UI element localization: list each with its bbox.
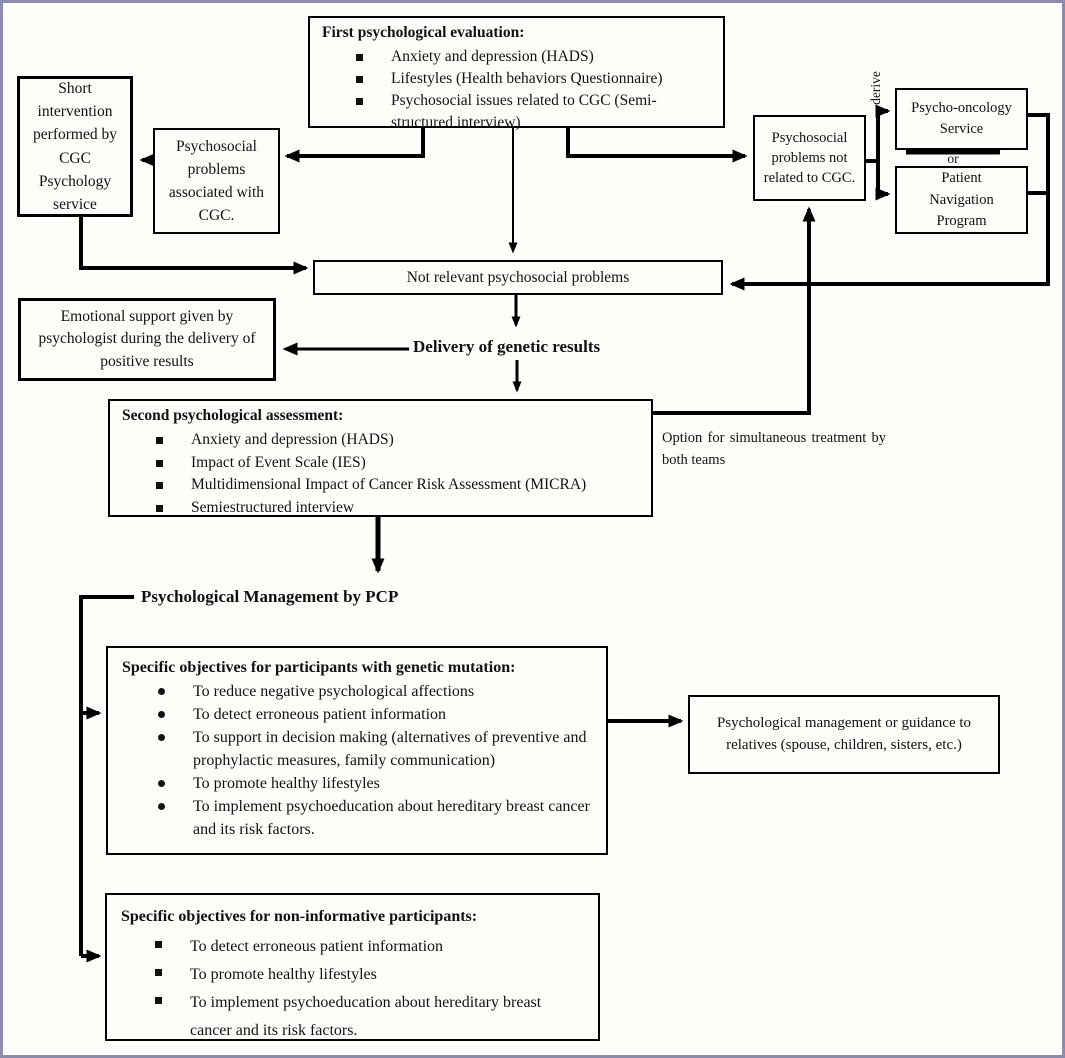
list-item-text: Lifestyles (Health behaviors Questionnai… bbox=[391, 70, 663, 87]
bullet-icon bbox=[156, 437, 163, 445]
box-mutation-objectives: Specific objectives for participants wit… bbox=[106, 646, 608, 855]
label-derive: derive bbox=[868, 71, 883, 105]
list-item-text: To support in decision making (alternati… bbox=[193, 729, 587, 770]
list-item-text: To detect erroneous patient information bbox=[193, 706, 447, 724]
box-emotional-support: Emotional support given by psychologist … bbox=[18, 298, 276, 381]
label-psychological-management-pcp: Psychological Management by PCP bbox=[141, 587, 399, 606]
bullet-icon bbox=[356, 98, 363, 105]
box-text: Not relevant psychosocial problems bbox=[406, 268, 630, 286]
list-item-text: To reduce negative psychological affecti… bbox=[193, 683, 475, 701]
bullet-list: To reduce negative psychological affecti… bbox=[122, 680, 592, 841]
box-text: Emotional support given by psychologist … bbox=[38, 307, 256, 370]
box-title: Specific objectives for non-informative … bbox=[121, 908, 478, 925]
box-first-psychological-evaluation: First psychological evaluation: Anxiety … bbox=[308, 16, 725, 131]
list-item-text: To detect erroneous patient information bbox=[190, 938, 444, 955]
box-short-intervention: Short intervention performed by CGC Psyc… bbox=[17, 76, 133, 217]
list-item: Lifestyles (Health behaviors Questionnai… bbox=[322, 68, 711, 90]
list-item-text: Anxiety and depression (HADS) bbox=[191, 431, 394, 449]
box-problems-associated-cgc: Psychosocial problems associated with CG… bbox=[153, 128, 280, 234]
list-item-text: To promote healthy lifestyles bbox=[193, 775, 380, 793]
box-text: Psychological management or guidance to … bbox=[716, 714, 972, 753]
box-psycho-oncology-service: Psycho-oncology Service bbox=[895, 88, 1028, 150]
list-item: To detect erroneous patient information bbox=[121, 933, 584, 961]
bullet-icon bbox=[155, 969, 162, 976]
box-non-informative-objectives: Specific objectives for non-informative … bbox=[105, 893, 600, 1041]
box-second-psychological-assessment: Second psychological assessment: Anxiety… bbox=[108, 399, 653, 517]
box-relatives-management: Psychological management or guidance to … bbox=[688, 695, 1000, 774]
list-item: Psychosocial issues related to CGC (Semi… bbox=[322, 90, 711, 134]
bullet-icon bbox=[155, 997, 162, 1004]
list-item: Impact of Event Scale (IES) bbox=[122, 452, 639, 474]
line-notrelated-derive-branch bbox=[866, 111, 880, 194]
list-item: Anxiety and depression (HADS) bbox=[122, 429, 639, 451]
box-text: Short intervention performed by CGC Psyc… bbox=[33, 79, 117, 213]
list-item: To implement psychoeducation about hered… bbox=[121, 989, 584, 1045]
box-text: Psychosocial problems not related to CGC… bbox=[763, 129, 856, 187]
list-item: To implement psychoeducation about hered… bbox=[122, 795, 592, 841]
label-simultaneous-option: Option for simultaneous treatment by bot… bbox=[662, 430, 886, 469]
list-item: To promote healthy lifestyles bbox=[121, 961, 584, 989]
bullet-icon bbox=[156, 482, 163, 490]
list-item-text: Impact of Event Scale (IES) bbox=[191, 453, 366, 471]
list-item-text: To promote healthy lifestyles bbox=[190, 966, 377, 983]
label-delivery-of-genetic-results: Delivery of genetic results bbox=[413, 337, 601, 356]
box-title: Specific objectives for participants wit… bbox=[122, 659, 516, 676]
box-patient-navigation-program: Patient Navigation Program bbox=[895, 166, 1028, 234]
arrow-secondassessment-to-notrelated bbox=[653, 206, 816, 415]
bullet-icon bbox=[158, 803, 165, 811]
bullet-icon bbox=[158, 711, 165, 719]
bullet-icon bbox=[156, 504, 163, 512]
bullet-icon bbox=[158, 688, 165, 696]
box-problems-not-related-cgc: Psychosocial problems not related to CGC… bbox=[753, 115, 866, 201]
label-or: or bbox=[947, 151, 959, 166]
list-item: Multidimensional Impact of Cancer Risk A… bbox=[122, 474, 639, 496]
list-item: To promote healthy lifestyles bbox=[122, 772, 592, 795]
list-item-text: Anxiety and depression (HADS) bbox=[391, 48, 594, 65]
box-not-relevant-problems: Not relevant psychosocial problems bbox=[313, 260, 723, 295]
list-item: To detect erroneous patient information bbox=[122, 703, 592, 726]
bullet-icon bbox=[356, 76, 363, 83]
box-title: First psychological evaluation: bbox=[322, 24, 525, 41]
bullet-icon bbox=[356, 54, 363, 61]
box-text: Patient Navigation Program bbox=[929, 170, 994, 229]
bullet-icon bbox=[158, 734, 165, 742]
bullet-icon bbox=[156, 459, 163, 467]
box-title: Second psychological assessment: bbox=[122, 407, 344, 424]
list-item-text: Semiestructured interview bbox=[191, 498, 355, 516]
list-item-text: To implement psychoeducation about hered… bbox=[190, 994, 542, 1039]
bullet-icon bbox=[158, 780, 165, 788]
list-item-text: To implement psychoeducation about hered… bbox=[193, 798, 590, 839]
box-text: Psycho-oncology Service bbox=[911, 99, 1012, 137]
list-item: To reduce negative psychological affecti… bbox=[122, 680, 592, 703]
bullet-list: Anxiety and depression (HADS) Impact of E… bbox=[122, 429, 639, 519]
bullet-list: Anxiety and depression (HADS) Lifestyles … bbox=[322, 46, 711, 134]
list-item: Anxiety and depression (HADS) bbox=[322, 46, 711, 68]
list-item-text: Psychosocial issues related to CGC (Semi… bbox=[391, 92, 657, 131]
list-item-text: Multidimensional Impact of Cancer Risk A… bbox=[191, 476, 587, 494]
box-text: Psychosocial problems associated with CG… bbox=[168, 137, 265, 225]
list-item: To support in decision making (alternati… bbox=[122, 726, 592, 772]
list-item: Semiestructured interview bbox=[122, 497, 639, 519]
bullet-icon bbox=[155, 941, 162, 948]
